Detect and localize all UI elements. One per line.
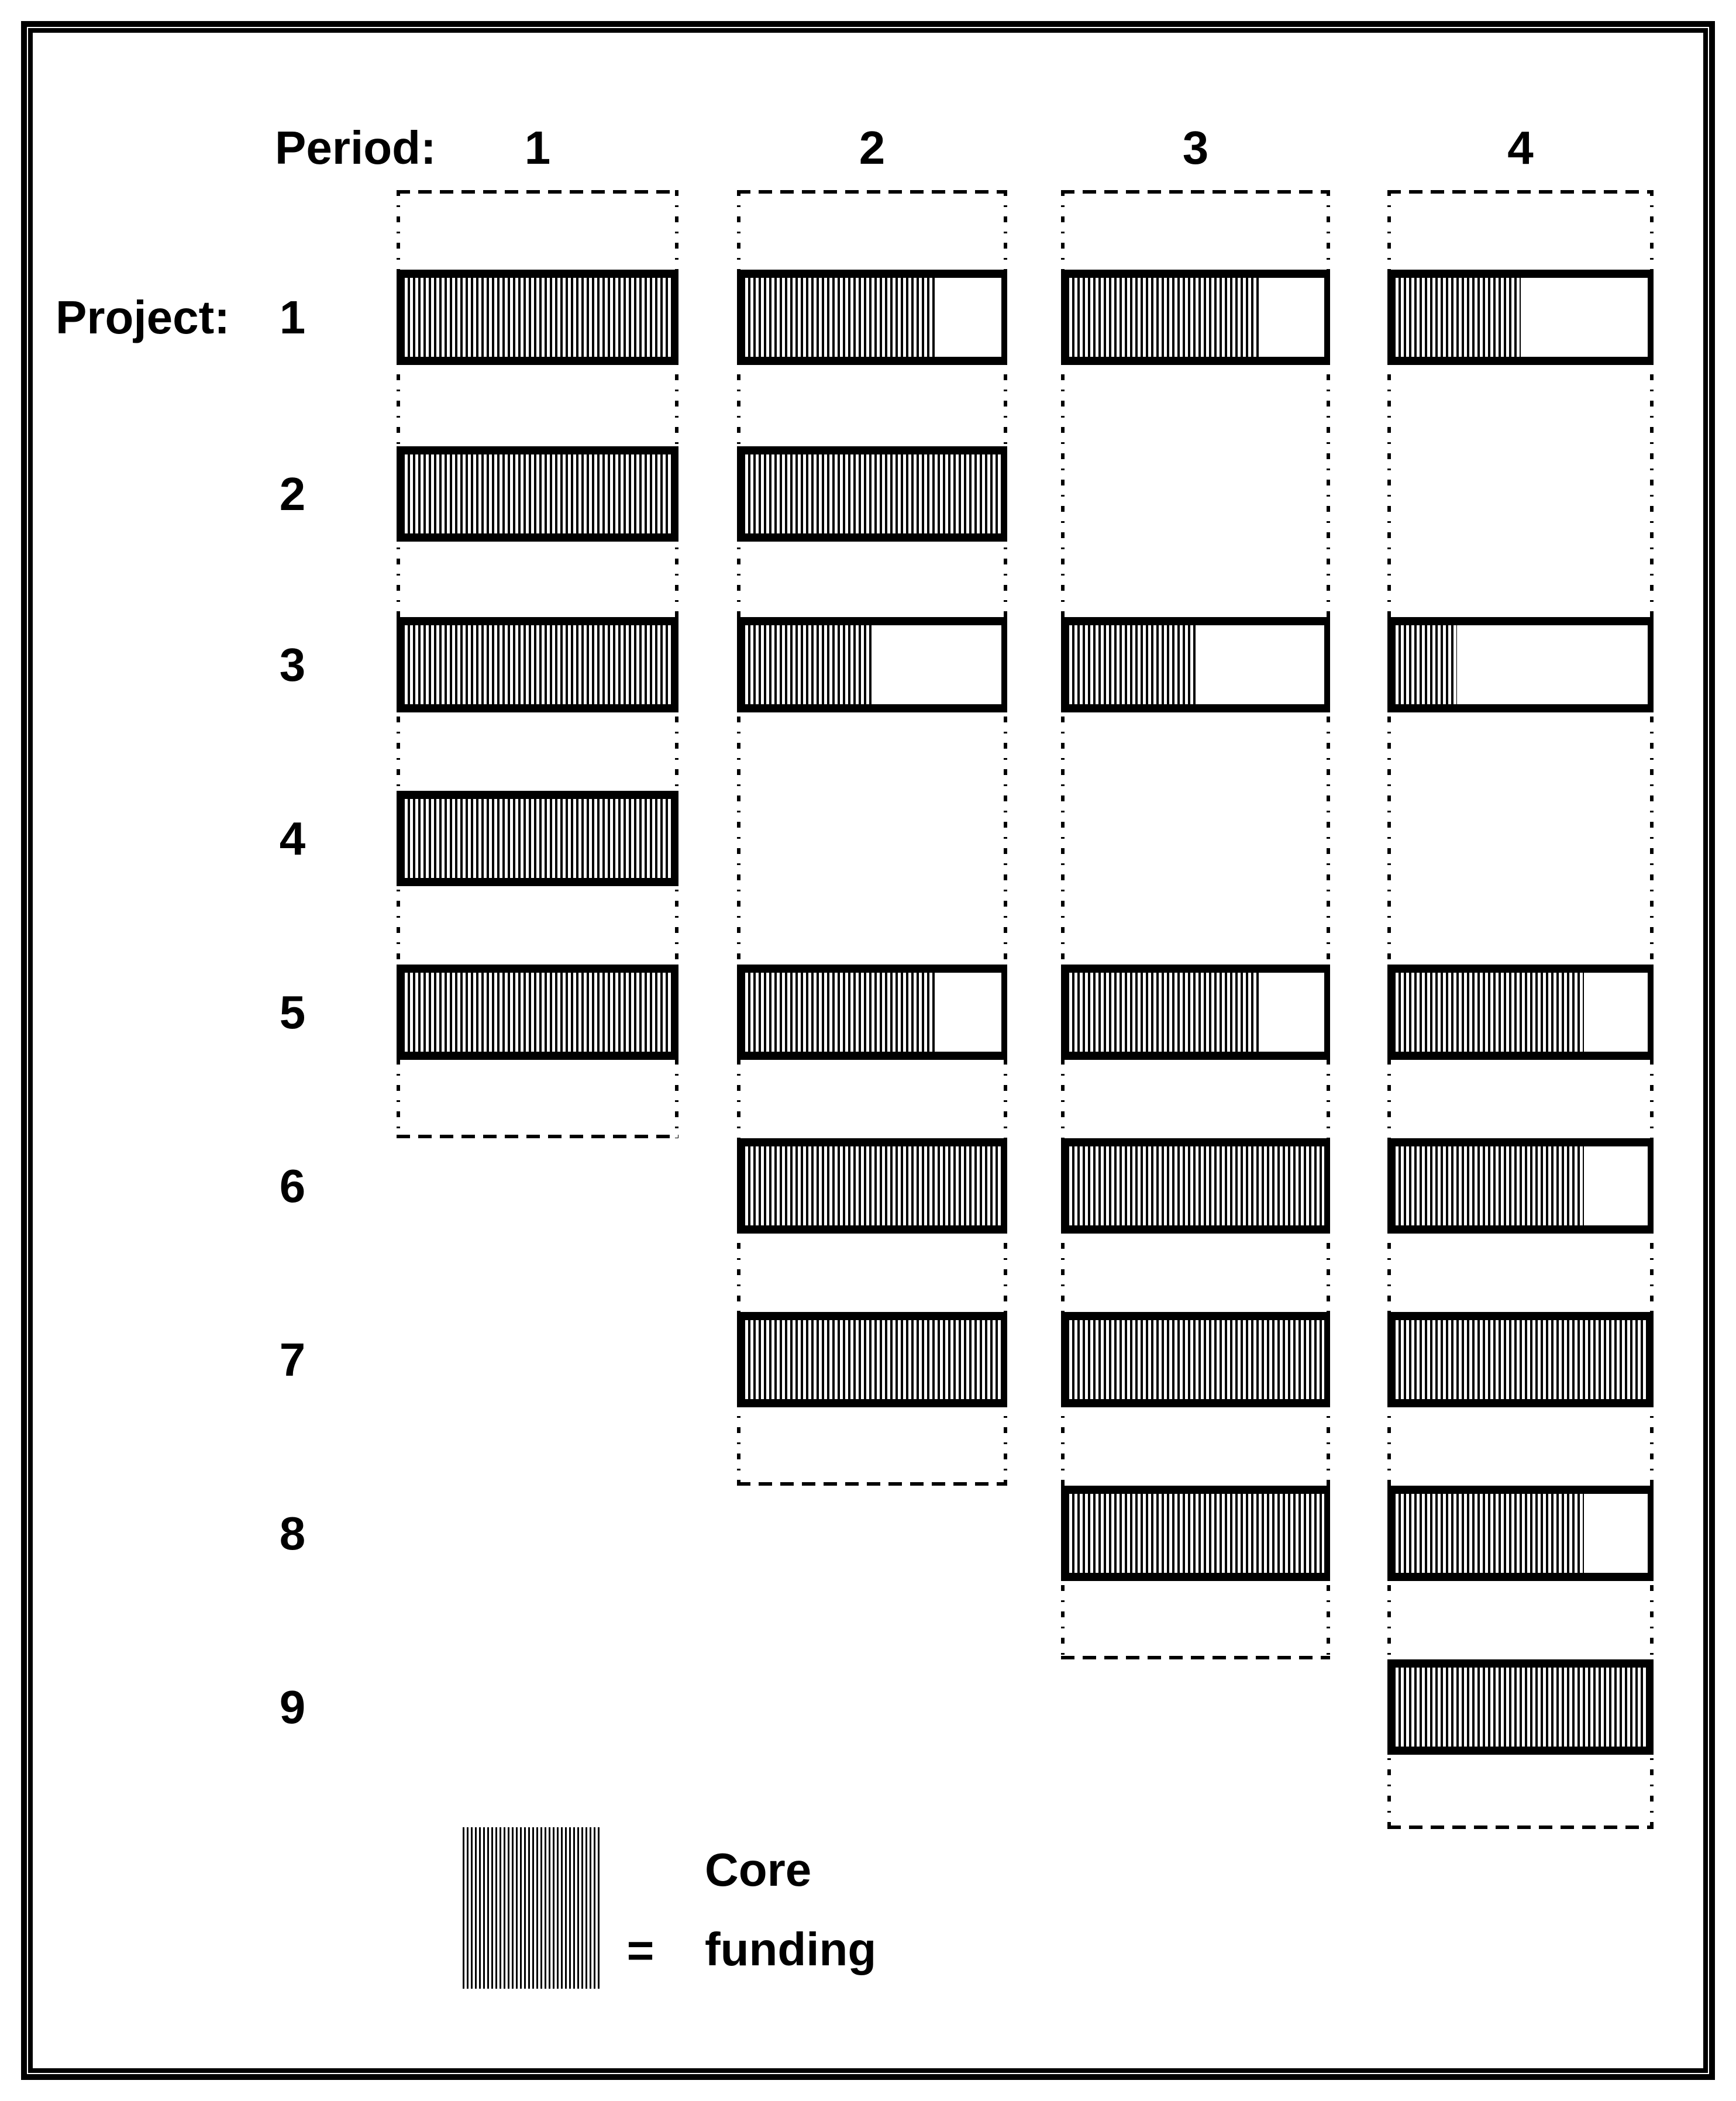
core-funding-fill [1067, 1320, 1324, 1399]
core-funding-fill [1393, 1146, 1585, 1225]
bar-project-5-period-3 [1061, 965, 1330, 1060]
core-funding-fill [402, 799, 673, 878]
core-funding-fill [743, 1320, 1001, 1399]
bar-project-7-period-2 [737, 1312, 1007, 1407]
core-funding-fill [743, 973, 937, 1052]
core-funding-fill [1067, 278, 1260, 357]
core-funding-fill [1393, 1320, 1648, 1399]
core-funding-fill [402, 625, 673, 704]
core-funding-fill [1393, 1668, 1648, 1747]
core-funding-fill [743, 1146, 1001, 1225]
core-funding-fill [402, 973, 673, 1052]
project-row-label-6: 6 [279, 1160, 306, 1212]
bar-project-8-period-3 [1061, 1486, 1330, 1581]
project-row-label-9: 9 [279, 1681, 306, 1733]
period-column-header-1: 1 [524, 122, 551, 174]
core-funding-fill [402, 278, 673, 357]
core-funding-fill [1393, 278, 1521, 357]
figure-inner-border [28, 28, 1708, 2073]
core-funding-fill [743, 454, 1001, 533]
legend-label-line1: Core [705, 1844, 812, 1896]
bar-project-5-period-2 [737, 965, 1007, 1060]
bar-project-9-period-4 [1387, 1659, 1654, 1755]
bar-project-1-period-2 [737, 270, 1007, 365]
bar-project-7-period-3 [1061, 1312, 1330, 1407]
core-funding-fill [743, 278, 937, 357]
project-row-label-1: 1 [279, 291, 306, 343]
bar-project-2-period-1 [397, 446, 678, 542]
bar-project-1-period-4 [1387, 270, 1654, 365]
project-row-label-8: 8 [279, 1507, 306, 1559]
project-axis-label: Project: [56, 291, 230, 343]
bar-project-4-period-1 [397, 791, 678, 886]
bar-project-1-period-1 [397, 270, 678, 365]
period-column-header-2: 2 [859, 122, 886, 174]
bar-project-6-period-3 [1061, 1138, 1330, 1234]
core-funding-fill [1067, 973, 1260, 1052]
bar-project-3-period-1 [397, 617, 678, 712]
core-funding-fill [743, 625, 872, 704]
bar-project-5-period-4 [1387, 965, 1654, 1060]
core-funding-fill [1067, 625, 1196, 704]
bar-project-6-period-2 [737, 1138, 1007, 1234]
bar-project-1-period-3 [1061, 270, 1330, 365]
legend-label-line2: funding [705, 1923, 877, 1975]
core-funding-fill [1067, 1146, 1324, 1225]
period-column-header-4: 4 [1507, 122, 1534, 174]
figure-outer-border [21, 21, 1715, 2080]
project-row-label-7: 7 [279, 1334, 306, 1386]
project-row-label-5: 5 [279, 986, 306, 1038]
dashed-period-window-2 [737, 190, 1007, 1486]
legend-equals-sign: = [626, 1924, 655, 1976]
bar-project-2-period-2 [737, 446, 1007, 542]
bar-project-8-period-4 [1387, 1486, 1654, 1581]
legend-core-funding-swatch [463, 1827, 600, 1989]
core-funding-fill [1393, 625, 1457, 704]
period-column-header-3: 3 [1182, 122, 1209, 174]
bar-project-7-period-4 [1387, 1312, 1654, 1407]
period-axis-label: Period: [275, 122, 436, 174]
bar-project-5-period-1 [397, 965, 678, 1060]
bar-project-3-period-2 [737, 617, 1007, 712]
bar-project-3-period-4 [1387, 617, 1654, 712]
project-row-label-2: 2 [279, 468, 306, 520]
bar-project-3-period-3 [1061, 617, 1330, 712]
core-funding-fill [1067, 1494, 1324, 1573]
project-row-label-4: 4 [279, 812, 306, 864]
project-row-label-3: 3 [279, 639, 306, 691]
core-funding-fill [1393, 973, 1585, 1052]
core-funding-fill [402, 454, 673, 533]
core-funding-fill [1393, 1494, 1585, 1573]
dashed-period-window-3 [1061, 190, 1330, 1659]
bar-project-6-period-4 [1387, 1138, 1654, 1234]
